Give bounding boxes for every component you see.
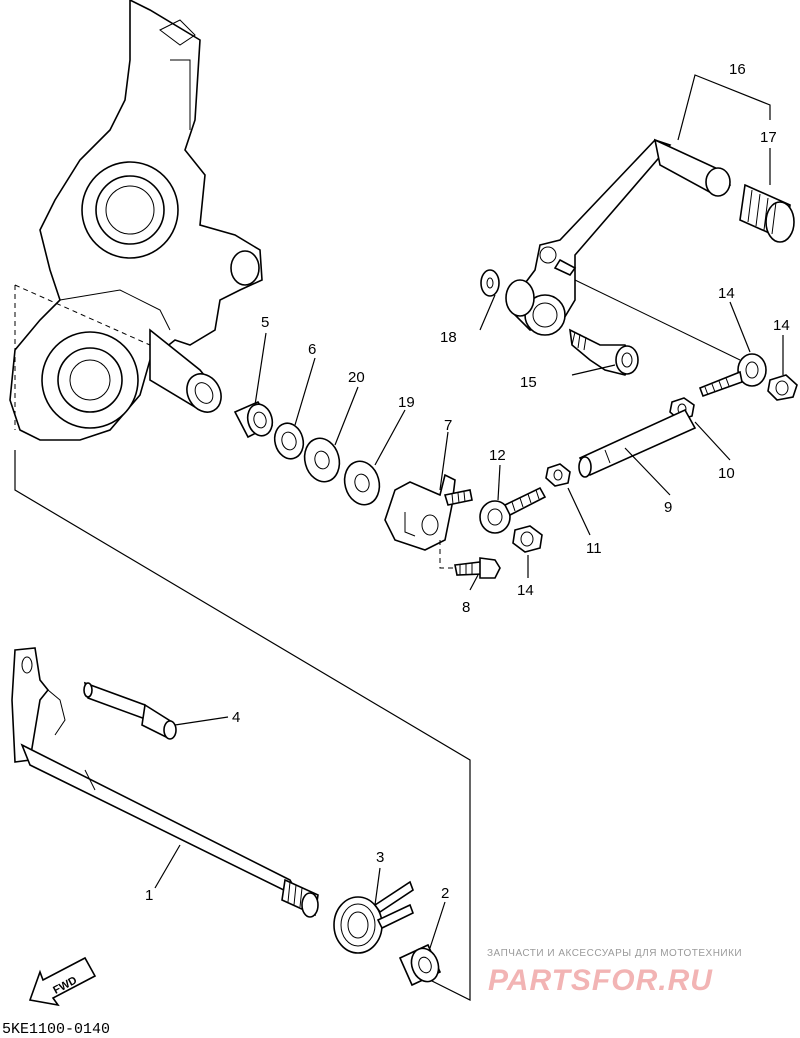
return-spring-3 — [333, 880, 415, 954]
pivot-bolt-15 — [569, 328, 639, 376]
reference-dashes — [14, 284, 151, 430]
callout-12: 12 — [489, 447, 506, 464]
watermark-tagline: ЗАПЧАСТИ И АКСЕССУАРЫ ДЛЯ МОТОТЕХНИКИ — [487, 948, 742, 959]
engine-crankcase — [9, 0, 263, 441]
footpeg-rubber — [739, 183, 795, 243]
shift-shaft-1 — [11, 647, 319, 918]
callout-14-right: 14 — [773, 317, 790, 334]
assembly-guide-line — [14, 450, 471, 1001]
washer-20 — [303, 437, 341, 483]
callout-5: 5 — [261, 314, 269, 331]
callout-11: 11 — [586, 540, 602, 557]
callout-9: 9 — [664, 499, 672, 516]
shift-arm-7 — [384, 473, 473, 551]
callout-6: 6 — [308, 341, 316, 358]
forward-arrow-icon: FWD — [28, 956, 97, 1007]
callout-10: 10 — [718, 465, 735, 482]
nut-14-right — [767, 374, 798, 401]
guide-pedal-rod — [574, 279, 741, 361]
nut-14-lower — [512, 525, 543, 553]
callout-15: 15 — [520, 374, 537, 391]
callout-labels: 16 17 18 15 14 14 10 9 11 12 14 7 8 19 2… — [145, 61, 790, 904]
shift-pedal — [505, 138, 732, 336]
callout-7: 7 — [444, 417, 452, 434]
callout-1: 1 — [145, 887, 153, 904]
leader-lines — [154, 74, 784, 949]
rod-end-13 — [698, 353, 767, 398]
washer-6 — [273, 422, 305, 460]
callout-14-lower: 14 — [517, 582, 534, 599]
nut-11 — [545, 463, 571, 487]
washer-19 — [343, 460, 381, 506]
callout-17: 17 — [760, 129, 777, 146]
rod-end-12 — [479, 486, 547, 534]
callout-16: 16 — [729, 61, 746, 78]
bolt-8-dash — [439, 540, 455, 569]
collar-2 — [398, 943, 442, 987]
watermark: ЗАПЧАСТИ И АКСЕССУАРЫ ДЛЯ МОТОТЕХНИКИ PA… — [487, 948, 742, 997]
pin-4 — [83, 681, 177, 740]
shift-rod-9 — [578, 408, 697, 478]
callout-2: 2 — [441, 885, 449, 902]
diagram-code: 5KE1100-0140 — [2, 1021, 110, 1038]
callout-20: 20 — [348, 369, 365, 386]
washer-18 — [480, 269, 500, 297]
callout-4: 4 — [232, 709, 240, 726]
callout-13: 14 — [718, 285, 735, 302]
callout-18: 18 — [440, 329, 457, 346]
bolt-8 — [454, 557, 501, 579]
callout-8: 8 — [462, 599, 470, 616]
callout-19: 19 — [398, 394, 415, 411]
watermark-brand: PARTSFOR.RU — [488, 964, 713, 997]
callout-3: 3 — [376, 849, 384, 866]
collar-5 — [233, 400, 274, 439]
